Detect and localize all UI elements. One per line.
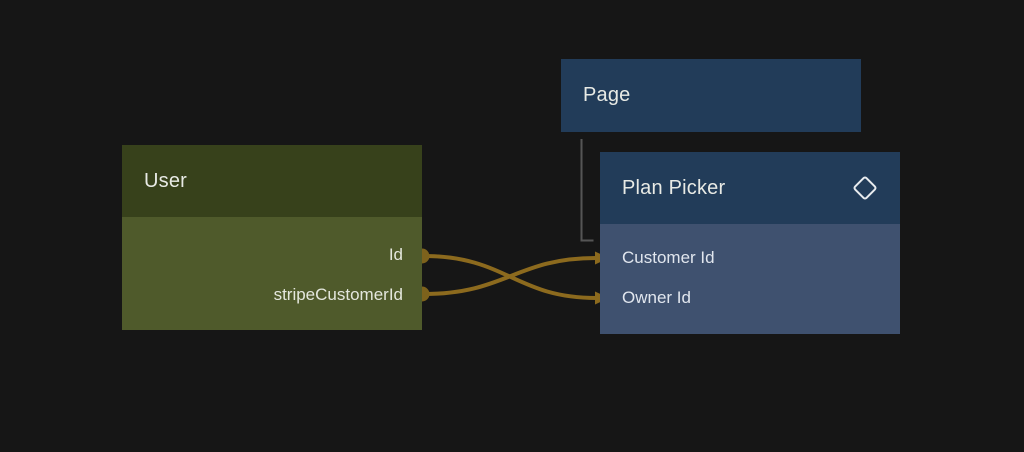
node-page-title: Page — [583, 84, 631, 106]
field-owner-id[interactable]: Owner Id — [600, 278, 900, 318]
node-plan-picker[interactable]: Plan Picker Customer Id Owner Id — [600, 152, 900, 334]
field-id[interactable]: Id — [122, 235, 422, 275]
field-customer-id[interactable]: Customer Id — [600, 238, 900, 278]
node-user-header[interactable]: User — [122, 145, 422, 217]
diamond-icon — [852, 175, 878, 201]
node-plan-picker-title: Plan Picker — [622, 176, 726, 199]
node-user-title: User — [144, 169, 188, 192]
edge-id-to-ownerid[interactable] — [423, 254, 609, 305]
node-plan-picker-body: Customer Id Owner Id — [600, 224, 900, 334]
node-user-body: Id stripeCustomerId — [122, 217, 422, 330]
field-customer-id-label: Customer Id — [622, 248, 715, 267]
field-stripecustomerid-label: stripeCustomerId — [273, 285, 403, 304]
hierarchy-connector-page-planpicker — [580, 139, 594, 242]
node-user[interactable]: User Id stripeCustomerId — [122, 145, 422, 330]
node-plan-picker-header[interactable]: Plan Picker — [600, 152, 900, 224]
field-owner-id-label: Owner Id — [622, 288, 691, 307]
node-page-header[interactable]: Page — [561, 59, 861, 132]
field-id-label: Id — [388, 245, 403, 264]
node-page[interactable]: Page — [561, 59, 861, 132]
field-stripecustomerid[interactable]: stripeCustomerId — [122, 275, 422, 315]
